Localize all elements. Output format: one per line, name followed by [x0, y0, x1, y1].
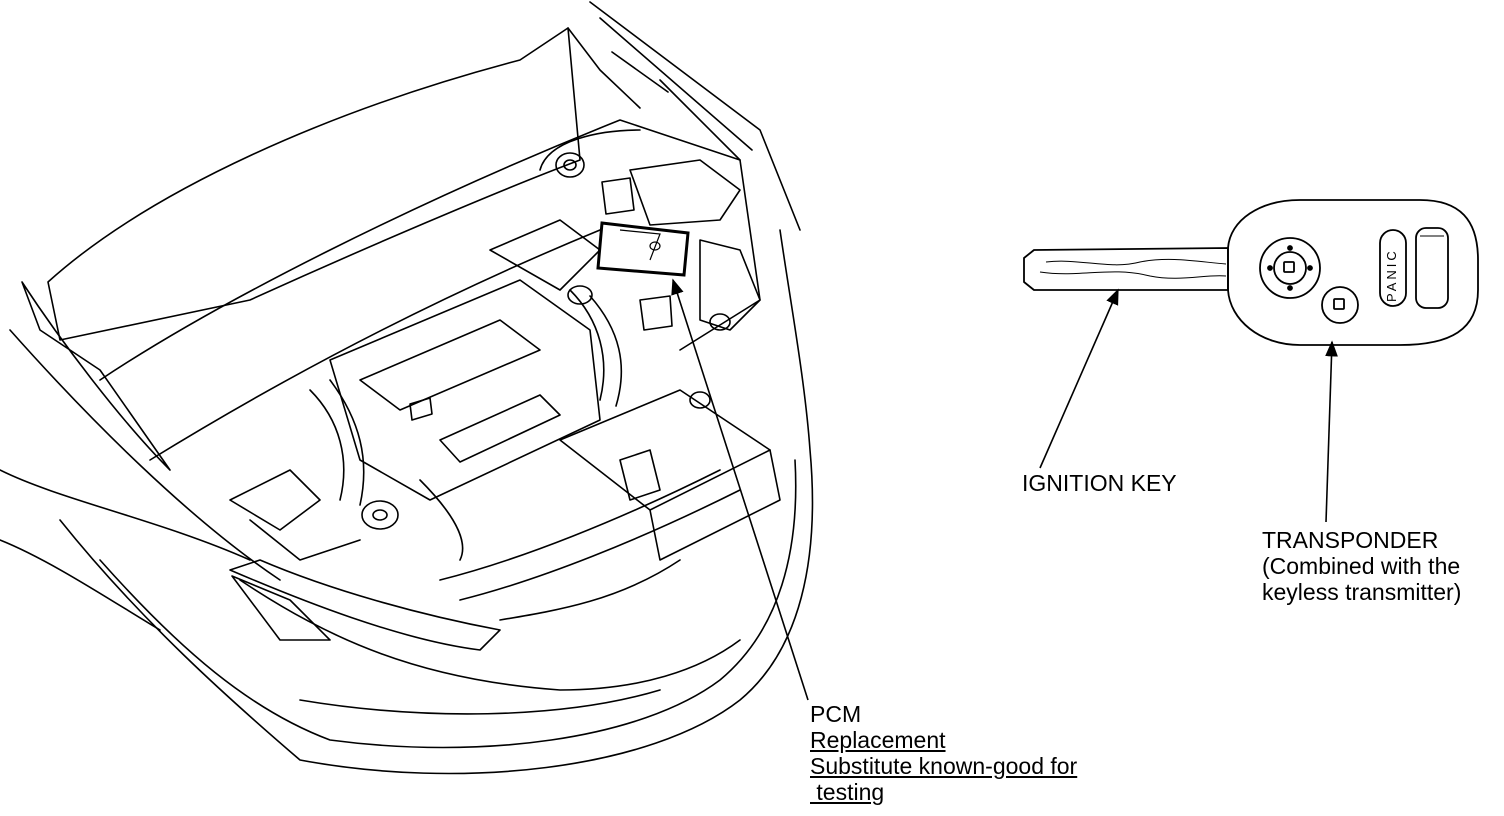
ignition-key-label: IGNITION KEY: [1022, 470, 1177, 496]
panic-button-label: PANIC: [1384, 248, 1399, 302]
pcm-title: PCM: [810, 701, 862, 727]
hood: [47, 27, 581, 341]
transponder-label: TRANSPONDER (Combined with the keyless t…: [1262, 527, 1461, 605]
key-fob: [1227, 199, 1479, 346]
pcm-label: PCM Replacement Substitute known-good fo…: [810, 701, 1077, 805]
pcm-replacement-text: Replacement: [810, 727, 946, 753]
pcm-substitute-text: Substitute known-good for: [810, 753, 1078, 779]
ignition-key-leader-arrow: [1039, 288, 1119, 469]
front-bumper: [59, 229, 814, 775]
key-blade: [1023, 247, 1229, 291]
transponder-note-line2: keyless transmitter): [1262, 579, 1462, 605]
ignition-key: [1023, 199, 1479, 346]
transponder-title: TRANSPONDER: [1262, 527, 1439, 553]
engine-bay-illustration: [0, 1, 814, 775]
transponder-leader-arrow: [1325, 340, 1338, 523]
pcm-highlight-box: [596, 221, 690, 277]
headlight: [229, 559, 501, 651]
transponder-note-line1: (Combined with the: [1262, 553, 1461, 579]
pcm-testing-text: testing: [810, 779, 885, 805]
battery: [559, 389, 771, 511]
pcm-leader-arrow: [671, 278, 809, 701]
fender-left: [21, 281, 171, 471]
engine-cover: [329, 279, 601, 501]
ignition-key-text: IGNITION KEY: [1022, 470, 1177, 496]
panic-button: [1379, 229, 1407, 307]
